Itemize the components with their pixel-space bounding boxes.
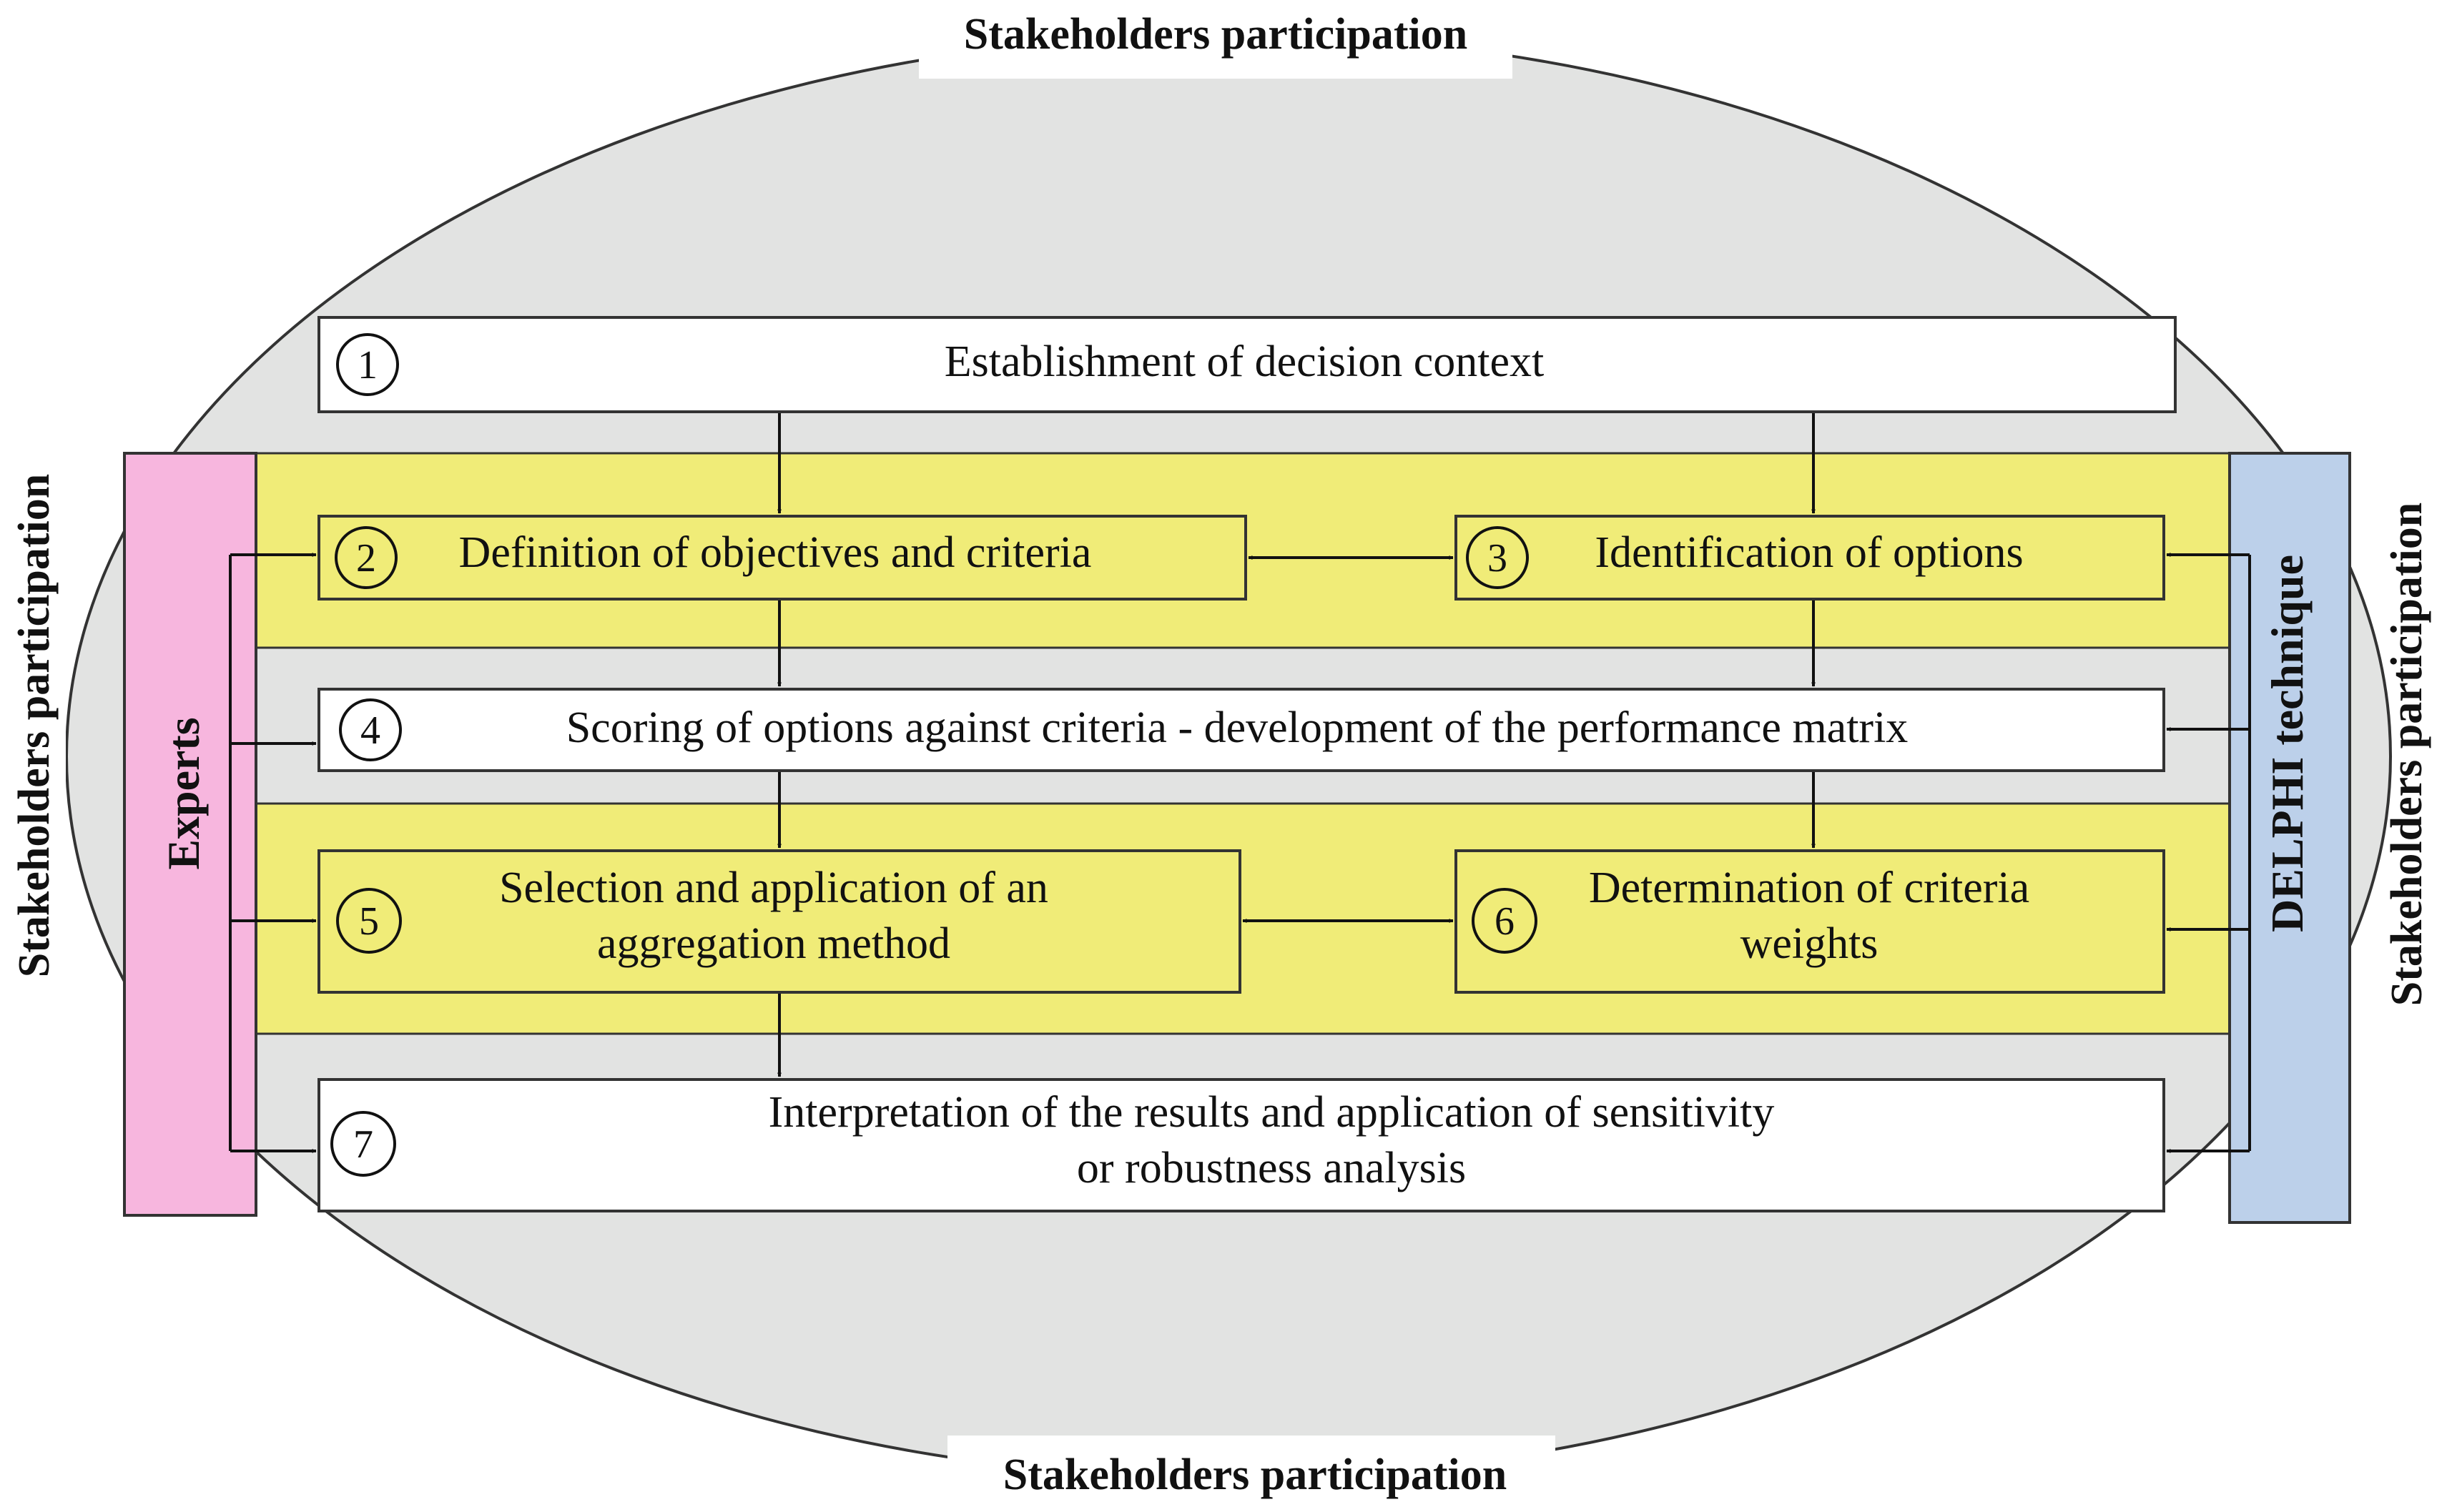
stakeholders-label-left: Stakeholders participation [10, 474, 59, 977]
step-number: 2 [356, 536, 376, 580]
step-text: Definition of objectives and criteria [459, 528, 1092, 577]
step-number: 7 [353, 1122, 373, 1167]
step-5-box: 5 Selection and application of an aggreg… [317, 849, 1241, 994]
top-label-bg [919, 0, 1512, 79]
step-number: 1 [358, 343, 378, 387]
step-text-line1: Selection and application of an [499, 864, 1048, 912]
step-number-circle [339, 698, 402, 761]
step-text-line2: aggregation method [597, 919, 950, 968]
step-text-line2: or robustness analysis [1077, 1144, 1466, 1192]
step-text-line1: Determination of criteria [1589, 864, 2029, 912]
stakeholders-label-bottom: Stakeholders participation [1003, 1451, 1507, 1499]
step-number-circle [336, 888, 402, 954]
stakeholders-label-right: Stakeholders participation [2383, 503, 2431, 1006]
step-number: 3 [1487, 536, 1507, 580]
step-text-line1: Interpretation of the results and applic… [769, 1088, 1775, 1137]
step-1-box: 1 Establishment of decision context [317, 316, 2177, 413]
step-text: Scoring of options against criteria - de… [566, 703, 1909, 752]
stakeholders-label-top: Stakeholders participation [964, 10, 1467, 59]
step-number: 6 [1495, 899, 1515, 944]
step-text: Establishment of decision context [945, 337, 1545, 386]
step-number: 5 [359, 899, 379, 944]
step-6-box: 6 Determination of criteria weights [1454, 849, 2165, 994]
step-number-circle [335, 526, 398, 589]
experts-label: Experts [158, 717, 209, 869]
step-7-box: 7 Interpretation of the results and appl… [317, 1078, 2165, 1212]
step-text: Identification of options [1595, 528, 2023, 577]
step-text-line2: weights [1740, 919, 1879, 968]
step-number-circle [1472, 888, 1537, 954]
step-number-circle [336, 333, 399, 396]
left-label-bg [0, 429, 66, 1022]
bottom-label-bg [947, 1436, 1555, 1512]
delphi-technique-label: DELPHI technique [2262, 555, 2313, 932]
right-label-bg [2393, 450, 2457, 1079]
step-number-circle [1466, 526, 1529, 589]
step-2-box: 2 Definition of objectives and criteria [317, 515, 1247, 601]
step-number-circle [330, 1111, 396, 1177]
step-3-box: 3 Identification of options [1454, 515, 2165, 601]
experts-bar [123, 452, 257, 1217]
step-4-box: 4 Scoring of options against criteria - … [317, 688, 2165, 772]
step-number: 4 [360, 708, 380, 753]
